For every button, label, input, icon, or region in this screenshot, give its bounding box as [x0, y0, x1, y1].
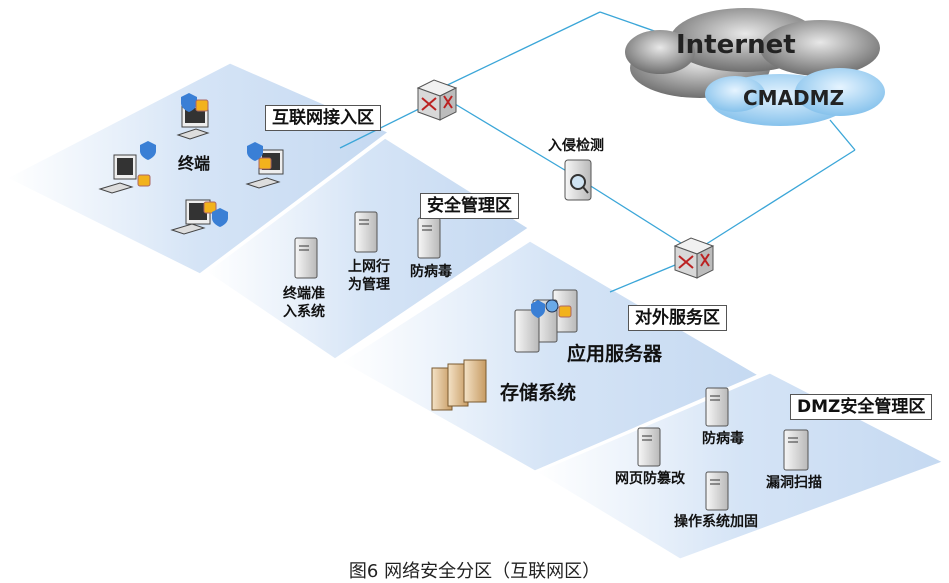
link-cloud-side — [829, 119, 856, 151]
router-top — [416, 79, 458, 121]
server-dmz-antivirus — [705, 387, 729, 427]
storage-cabinets — [431, 359, 487, 411]
behavior-mgmt-line2: 为管理 — [348, 277, 390, 293]
server-app-cluster — [514, 289, 578, 353]
ids-device — [564, 159, 592, 201]
antivirus-label: 防病毒 — [410, 264, 452, 280]
storage-label: 存储系统 — [500, 382, 577, 404]
link-r1-up — [436, 11, 601, 91]
server-web-tamper — [637, 427, 661, 467]
link-r1-ids — [444, 97, 579, 179]
zone-label-security-mgmt: 安全管理区 — [420, 193, 519, 219]
terminal-access-label: 终端准 入系统 — [283, 285, 325, 321]
server-terminal-access — [294, 237, 318, 279]
ids-label: 入侵检测 — [548, 138, 604, 154]
dmz-antivirus-label: 防病毒 — [702, 431, 744, 447]
cloud-cmadmz-label: CMADMZ — [743, 86, 845, 110]
terminal-access-line1: 终端准 — [283, 286, 325, 302]
cloud-internet-label: Internet — [676, 30, 796, 60]
router-bottom — [673, 237, 715, 279]
link-r2-cloud — [699, 149, 856, 249]
zone-label-dmz-security: DMZ安全管理区 — [790, 394, 933, 420]
behavior-mgmt-label: 上网行 为管理 — [348, 258, 390, 294]
behavior-mgmt-line1: 上网行 — [348, 259, 390, 275]
terminal-access-line2: 入系统 — [283, 304, 325, 320]
zone-label-external-service: 对外服务区 — [628, 305, 727, 331]
terminal-pc-4 — [170, 199, 228, 235]
server-os-hardening — [705, 471, 729, 511]
figure-caption: 图6 网络安全分区（互联网区） — [348, 561, 601, 582]
terminal-pc-2 — [98, 141, 156, 194]
zone-label-internet-access: 互联网接入区 — [265, 105, 381, 131]
server-antivirus — [417, 217, 441, 259]
terminal-pc-3 — [245, 142, 284, 189]
internet-cloud — [625, 8, 885, 126]
vuln-scan-label: 漏洞扫描 — [766, 475, 822, 491]
os-hardening-label: 操作系统加固 — [674, 514, 758, 530]
server-behavior-mgmt — [354, 211, 378, 253]
app-server-label: 应用服务器 — [567, 343, 663, 365]
web-tamper-label: 网页防篡改 — [615, 471, 685, 487]
server-vuln-scan — [783, 429, 809, 471]
link-ids-r2 — [577, 177, 693, 251]
terminal-label: 终端 — [178, 154, 211, 173]
terminal-pc-1 — [176, 93, 210, 140]
